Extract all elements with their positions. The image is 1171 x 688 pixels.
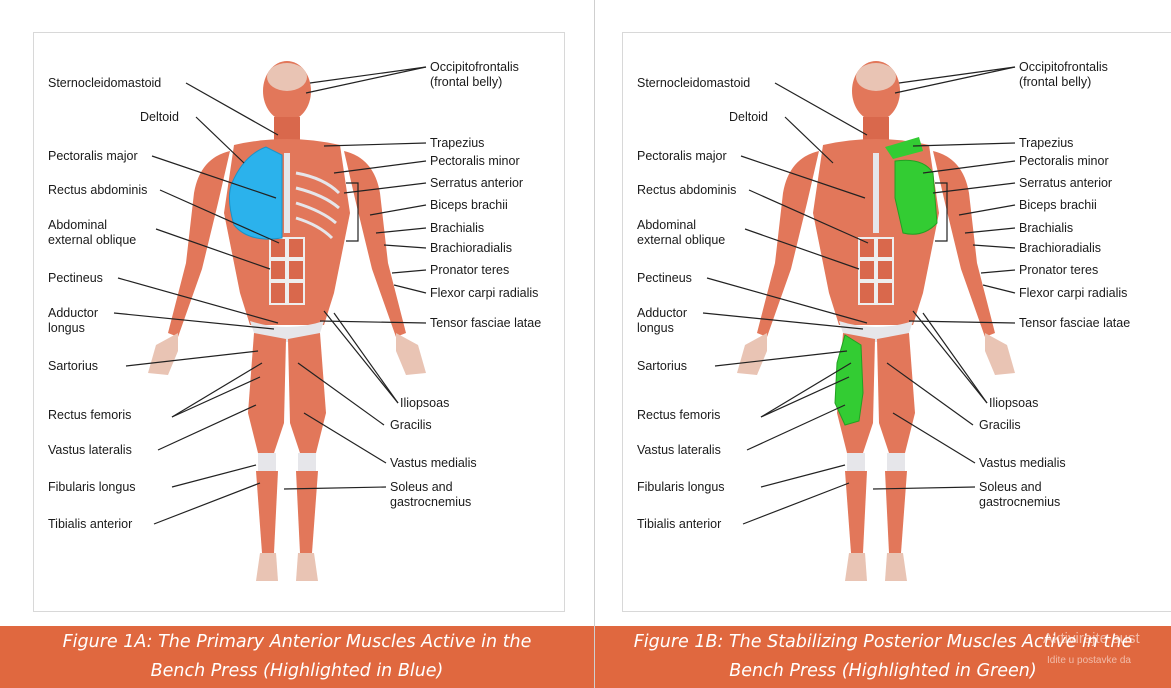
label-pectineus: Pectineus (637, 271, 692, 285)
label-vastus-medialis: Vastus medialis (390, 456, 477, 470)
label-soleus-and: Soleus and (390, 480, 453, 494)
label-gracilis: Gracilis (390, 418, 432, 432)
label-external-oblique: external oblique (637, 233, 725, 247)
label-abdominal: Abdominal (637, 218, 696, 232)
label-gastrocnemius: gastrocnemius (390, 495, 471, 509)
right-labels: Occipitofrontalis (frontal belly) Trapez… (390, 60, 541, 509)
label-tensor-fasciae-latae: Tensor fasciae latae (430, 316, 541, 330)
label-brachialis: Brachialis (430, 221, 484, 235)
label-rectus-abdominis: Rectus abdominis (48, 183, 147, 197)
label-brachioradialis: Brachioradialis (430, 241, 512, 255)
label-pectoralis-minor: Pectoralis minor (1019, 154, 1109, 168)
label-tensor-fasciae-latae: Tensor fasciae latae (1019, 316, 1130, 330)
label-sartorius: Sartorius (637, 359, 687, 373)
figure-1b-frame: Sternocleidomastoid Deltoid Pectoralis m… (622, 32, 1171, 612)
label-iliopsoas: Iliopsoas (400, 396, 449, 410)
label-rectus-abdominis: Rectus abdominis (637, 183, 736, 197)
label-pronator-teres: Pronator teres (430, 263, 509, 277)
figure-1b-anatomy-illustration: Sternocleidomastoid Deltoid Pectoralis m… (623, 33, 1171, 611)
figure-1a-anatomy-illustration: Sternocleidomastoid Deltoid Pectoralis m… (34, 33, 564, 611)
label-adductor: Adductor (637, 306, 687, 320)
activation-watermark-line2: Idite u postavke da (1047, 655, 1131, 666)
label-sternocleidomastoid: Sternocleidomastoid (48, 76, 161, 90)
label-serratus-anterior: Serratus anterior (430, 176, 523, 190)
label-biceps-brachii: Biceps brachii (430, 198, 508, 212)
label-brachialis: Brachialis (1019, 221, 1073, 235)
label-pectoralis-major: Pectoralis major (48, 149, 138, 163)
left-labels: Sternocleidomastoid Deltoid Pectoralis m… (637, 76, 768, 531)
label-tibialis-anterior: Tibialis anterior (637, 517, 721, 531)
label-flexor-carpi-radialis: Flexor carpi radialis (1019, 286, 1127, 300)
right-labels: Occipitofrontalis (frontal belly) Trapez… (979, 60, 1130, 509)
label-sternocleidomastoid: Sternocleidomastoid (637, 76, 750, 90)
label-gastrocnemius: gastrocnemius (979, 495, 1060, 509)
label-occipitofrontalis: Occipitofrontalis (430, 60, 519, 74)
label-frontal-belly: (frontal belly) (430, 75, 502, 89)
figure-1a-caption: Figure 1A: The Primary Anterior Muscles … (0, 626, 594, 688)
label-longus: longus (48, 321, 85, 335)
label-adductor: Adductor (48, 306, 98, 320)
figure-1a-frame: Sternocleidomastoid Deltoid Pectoralis m… (33, 32, 565, 612)
activation-watermark-line1: Aktivirajte sust (1043, 630, 1140, 647)
label-vastus-lateralis: Vastus lateralis (637, 443, 721, 457)
label-deltoid: Deltoid (140, 110, 179, 124)
label-abdominal: Abdominal (48, 218, 107, 232)
figure-1a-caption-line1: Figure 1A: The Primary Anterior Muscles … (0, 628, 594, 657)
label-deltoid: Deltoid (729, 110, 768, 124)
figure-1a-panel: Sternocleidomastoid Deltoid Pectoralis m… (0, 0, 595, 688)
label-pectoralis-minor: Pectoralis minor (430, 154, 520, 168)
label-biceps-brachii: Biceps brachii (1019, 198, 1097, 212)
label-fibularis-longus: Fibularis longus (48, 480, 136, 494)
highlight-sartorius (835, 335, 863, 425)
label-rectus-femoris: Rectus femoris (637, 408, 720, 422)
label-occipitofrontalis: Occipitofrontalis (1019, 60, 1108, 74)
label-sartorius: Sartorius (48, 359, 98, 373)
label-frontal-belly: (frontal belly) (1019, 75, 1091, 89)
label-iliopsoas: Iliopsoas (989, 396, 1038, 410)
label-pronator-teres: Pronator teres (1019, 263, 1098, 277)
label-flexor-carpi-radialis: Flexor carpi radialis (430, 286, 538, 300)
figure-1a-caption-line2: Bench Press (Highlighted in Blue) (0, 657, 594, 686)
label-pectoralis-major: Pectoralis major (637, 149, 727, 163)
label-pectineus: Pectineus (48, 271, 103, 285)
label-serratus-anterior: Serratus anterior (1019, 176, 1112, 190)
label-vastus-lateralis: Vastus lateralis (48, 443, 132, 457)
label-brachioradialis: Brachioradialis (1019, 241, 1101, 255)
label-gracilis: Gracilis (979, 418, 1021, 432)
label-trapezius: Trapezius (430, 136, 484, 150)
left-labels: Sternocleidomastoid Deltoid Pectoralis m… (48, 76, 179, 531)
label-vastus-medialis: Vastus medialis (979, 456, 1066, 470)
label-longus: longus (637, 321, 674, 335)
label-tibialis-anterior: Tibialis anterior (48, 517, 132, 531)
figure-1b-panel: Sternocleidomastoid Deltoid Pectoralis m… (595, 0, 1171, 688)
label-soleus-and: Soleus and (979, 480, 1042, 494)
label-rectus-femoris: Rectus femoris (48, 408, 131, 422)
highlight-serratus-anterior (895, 160, 937, 234)
label-external-oblique: external oblique (48, 233, 136, 247)
label-fibularis-longus: Fibularis longus (637, 480, 725, 494)
label-trapezius: Trapezius (1019, 136, 1073, 150)
